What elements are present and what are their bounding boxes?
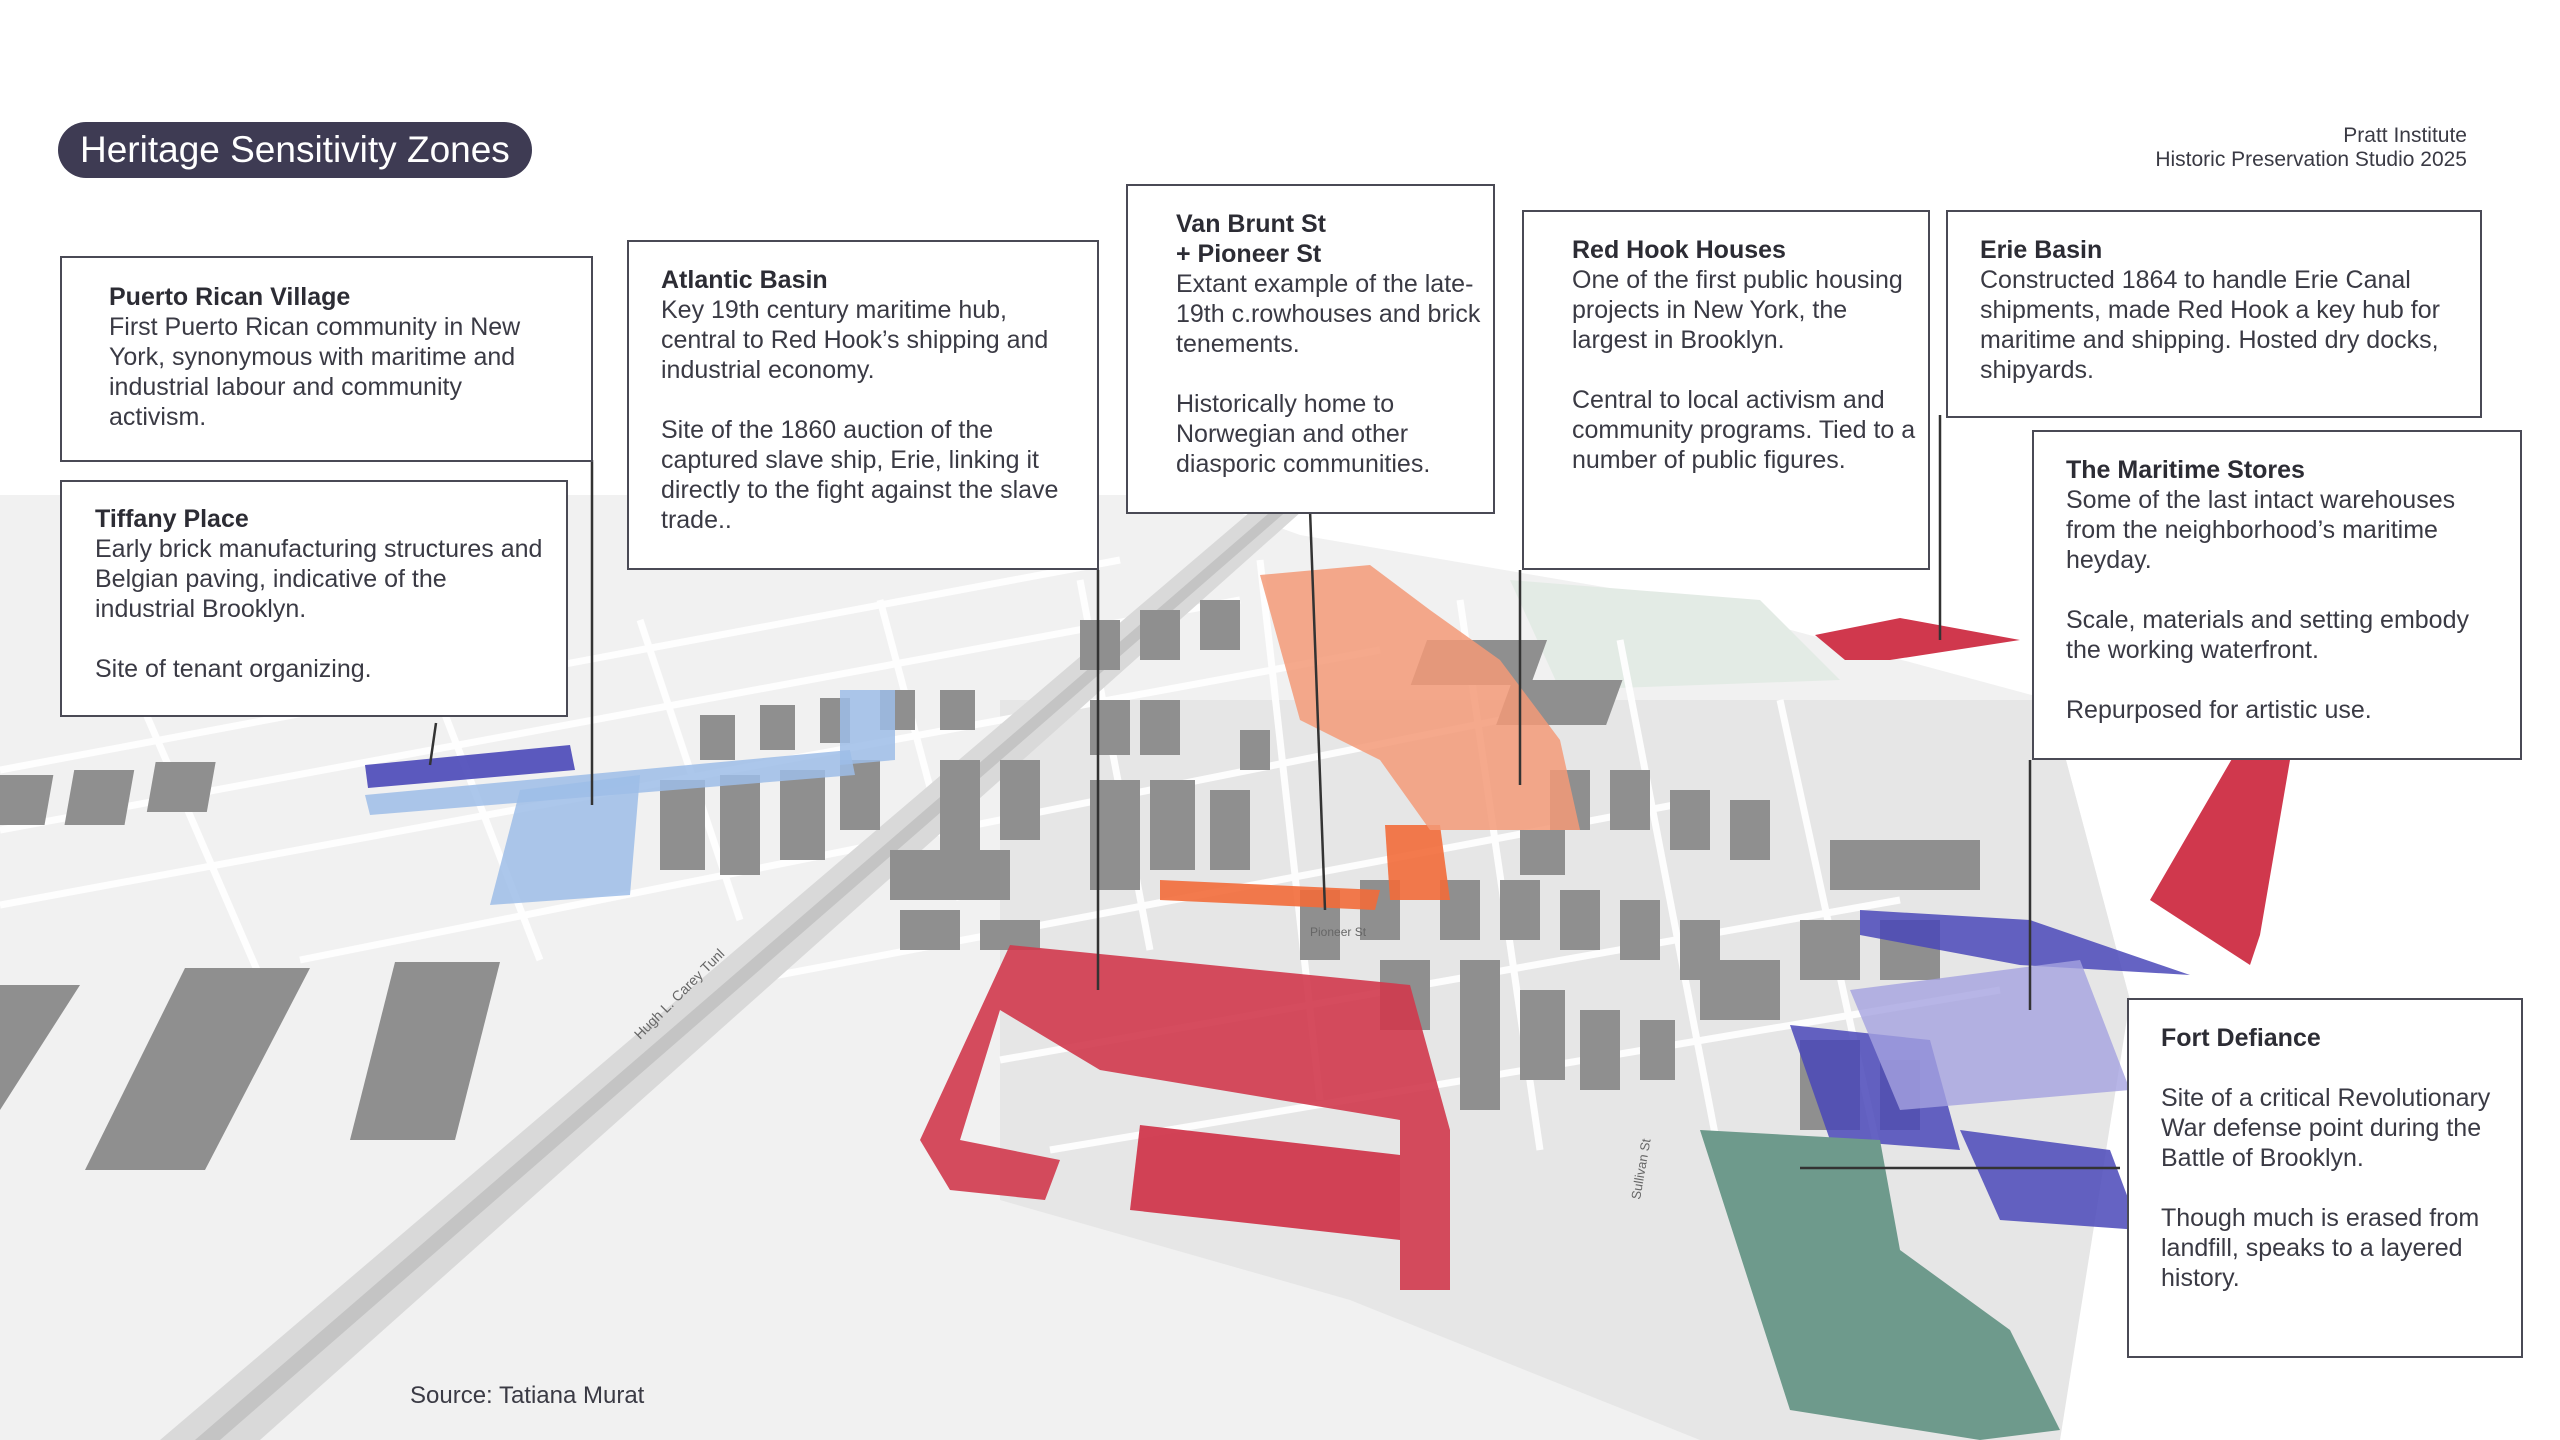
- callout-fort-defiance: Fort Defiance Site of a critical Revolut…: [2127, 998, 2523, 1358]
- callout-title: Atlantic Basin: [661, 266, 828, 294]
- callout-title: Tiffany Place: [95, 505, 249, 533]
- callout-title: Erie Basin: [1980, 236, 2103, 264]
- callout-body: First Puerto Rican community in New York…: [109, 313, 521, 431]
- callout-body: Site of a critical Revolutionary War def…: [2161, 1084, 2491, 1292]
- source-note: Source: Tatiana Murat: [410, 1382, 645, 1409]
- callout-title: The Maritime Stores: [2066, 456, 2305, 484]
- zone-maritime-stores: [1790, 910, 2190, 1230]
- zone-van-brunt-north: [1385, 825, 1450, 900]
- credit-line-1: Pratt Institute: [2343, 124, 2467, 147]
- callout-body: One of the first public housing projects…: [1572, 266, 1916, 474]
- callout-title: Van Brunt St + Pioneer St: [1176, 210, 1327, 268]
- callout-puerto-rican-village: Puerto Rican Village First Puerto Rican …: [60, 256, 593, 462]
- zone-atlantic-basin-north: [840, 690, 895, 765]
- credit-line-2: Historic Preservation Studio 2025: [2155, 148, 2467, 171]
- page-title: Heritage Sensitivity Zones: [58, 122, 532, 178]
- credit-block: Pratt Institute Historic Preservation St…: [2155, 124, 2467, 172]
- zone-atlantic-basin: [490, 775, 640, 905]
- zone-fort-defiance: [1700, 1130, 2060, 1440]
- zone-red-hook-houses: [1260, 565, 1580, 830]
- callout-maritime-stores: The Maritime Stores Some of the last int…: [2032, 430, 2522, 760]
- pioneer-st-label: Pioneer St: [1310, 925, 1367, 939]
- zone-erie-basin: [920, 618, 2290, 1290]
- callout-red-hook-houses: Red Hook Houses One of the first public …: [1522, 210, 1930, 570]
- callout-body: Key 19th century maritime hub, central t…: [661, 296, 1059, 534]
- callout-van-brunt-pioneer: Van Brunt St + Pioneer St Extant example…: [1126, 184, 1495, 514]
- leader-lines: [428, 415, 2120, 1170]
- callout-body: Some of the last intact warehouses from …: [2066, 486, 2469, 724]
- callout-title: Red Hook Houses: [1572, 236, 1786, 264]
- piers: [0, 962, 500, 1170]
- callout-atlantic-basin: Atlantic Basin Key 19th century maritime…: [627, 240, 1099, 570]
- zone-puerto-rican-village: [365, 745, 575, 788]
- callout-title: Fort Defiance: [2161, 1024, 2321, 1052]
- callout-body: Early brick manufacturing structures and…: [95, 535, 543, 683]
- callout-title: Puerto Rican Village: [109, 283, 351, 311]
- callout-tiffany-place: Tiffany Place Early brick manufacturing …: [60, 480, 568, 717]
- callout-body: Constructed 1864 to handle Erie Canal sh…: [1980, 266, 2440, 384]
- callout-body: Extant example of the late-19th c.rowhou…: [1176, 270, 1481, 478]
- callout-erie-basin: Erie Basin Constructed 1864 to handle Er…: [1946, 210, 2482, 418]
